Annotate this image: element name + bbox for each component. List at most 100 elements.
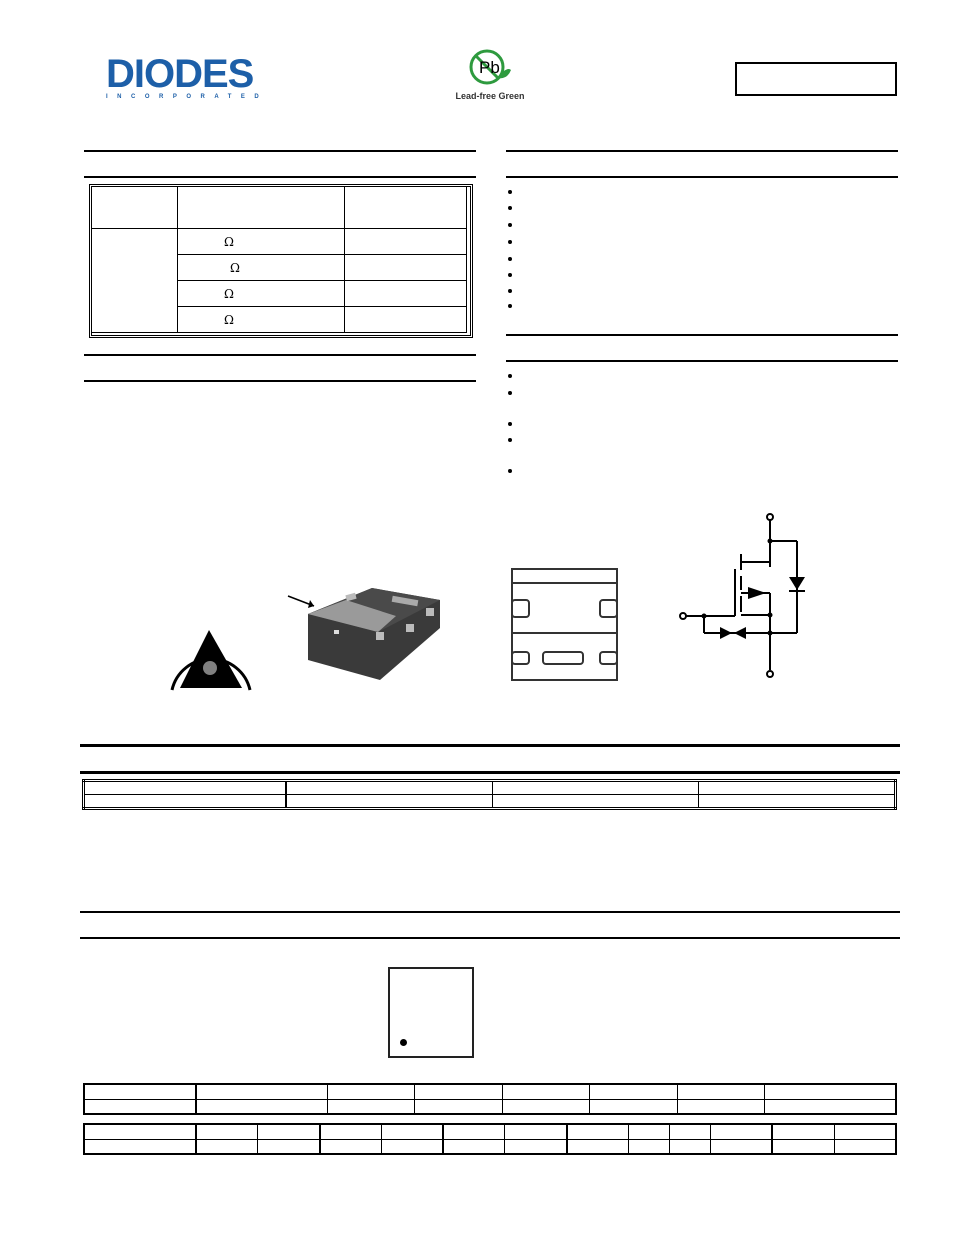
omega-symbol: Ω: [224, 234, 234, 249]
table-cell: [83, 1098, 197, 1115]
table-cell: Ω: [177, 228, 345, 255]
table-cell: [442, 1123, 506, 1140]
table-cell: [442, 1138, 506, 1155]
mosfet-schematic: [679, 513, 805, 678]
table-cell: [504, 1138, 567, 1155]
table-cell: [326, 1083, 416, 1100]
table-cell: [380, 1138, 444, 1155]
table-cell: [501, 1083, 591, 1100]
table-cell: [380, 1123, 444, 1140]
table-cell: [710, 1138, 773, 1155]
table-cell: [504, 1123, 567, 1140]
table-cell: Ω: [177, 254, 345, 281]
section-rule: [80, 771, 900, 774]
package-3d-image: [287, 588, 440, 680]
marking-diagram: [388, 967, 474, 1058]
bullet: [508, 240, 512, 244]
table-cell: [589, 1098, 678, 1115]
table-cell: [771, 1138, 835, 1155]
table-cell: [91, 228, 178, 333]
table-cell: [627, 1138, 670, 1155]
table-cell: [83, 1123, 197, 1140]
table-cell: Ω: [177, 280, 345, 307]
date-code-year-table: [83, 1083, 897, 1115]
pin1-dot-icon: [400, 1039, 407, 1046]
table-cell: [83, 1138, 197, 1155]
section-rule: [84, 150, 476, 152]
table-cell: [414, 1083, 503, 1100]
product-summary-grid: Ω Ω Ω Ω: [91, 186, 467, 333]
table-cell: [764, 1098, 897, 1115]
section-rule: [80, 744, 900, 747]
table-cell: [565, 1138, 629, 1155]
table-cell: [194, 1083, 328, 1100]
section-rule: [80, 937, 900, 939]
lead-free-label: Lead-free Green: [455, 91, 525, 101]
section-rule: [506, 360, 898, 362]
bullet: [508, 391, 512, 395]
table-cell: [676, 1083, 766, 1100]
section-rule: [506, 150, 898, 152]
table-cell: [257, 1138, 320, 1155]
table-cell: [710, 1123, 773, 1140]
lead-free-green-badge: Pb Lead-free Green: [452, 48, 528, 101]
logo-subtext: INCORPORATED: [106, 94, 269, 100]
logo-text: DIODES: [106, 52, 254, 96]
table-cell: [344, 254, 467, 281]
bullet: [508, 273, 512, 277]
table-cell: [833, 1123, 897, 1140]
header-cell: [177, 186, 345, 229]
table-cell: [492, 794, 699, 809]
bullet: [508, 304, 512, 308]
no-lead-icon: Pb: [469, 49, 511, 85]
bullet: [508, 422, 512, 426]
table-cell: [195, 1123, 259, 1140]
table-cell: [318, 1123, 382, 1140]
table-cell: [257, 1123, 320, 1140]
date-code-month-table: [83, 1123, 897, 1155]
omega-symbol: Ω: [230, 260, 240, 275]
table-cell: [83, 1083, 197, 1100]
product-summary-table: [89, 184, 473, 338]
section-rule: [84, 176, 476, 178]
table-cell: [668, 1138, 712, 1155]
table-cell: [764, 1083, 897, 1100]
bottom-view-diagram: [511, 568, 618, 681]
table-cell: [285, 794, 493, 809]
section-rule: [80, 911, 900, 913]
section-rule: [506, 176, 898, 178]
bullet: [508, 190, 512, 194]
part-number-box: [735, 62, 897, 96]
table-cell: [344, 280, 467, 307]
table-cell: [698, 794, 896, 809]
table-cell: [195, 1138, 259, 1155]
bullet: [508, 223, 512, 227]
bullet: [508, 438, 512, 442]
table-cell: [676, 1098, 766, 1115]
bullet: [508, 257, 512, 261]
table-cell: [344, 306, 467, 333]
table-cell: [501, 1098, 591, 1115]
table-cell: [83, 794, 287, 809]
omega-symbol: Ω: [224, 312, 234, 327]
table-cell: [492, 780, 699, 795]
table-cell: [589, 1083, 678, 1100]
esd-warning-icon: [170, 630, 252, 691]
table-cell: [698, 780, 896, 795]
table-cell: [326, 1098, 416, 1115]
table-cell: [83, 780, 287, 795]
table-cell: [627, 1123, 670, 1140]
table-cell: [344, 228, 467, 255]
table-cell: [565, 1123, 629, 1140]
diodes-logo: DIODES INCORPORATED: [106, 54, 268, 100]
table-cell: [194, 1098, 328, 1115]
svg-text:Pb: Pb: [479, 58, 500, 77]
ordering-info-table: [82, 779, 897, 810]
table-cell: Ω: [177, 306, 345, 333]
bullet: [508, 289, 512, 293]
header-cell: [91, 186, 178, 229]
table-cell: [833, 1138, 897, 1155]
bullet: [508, 374, 512, 378]
table-cell: [318, 1138, 382, 1155]
table-cell: [285, 780, 493, 795]
